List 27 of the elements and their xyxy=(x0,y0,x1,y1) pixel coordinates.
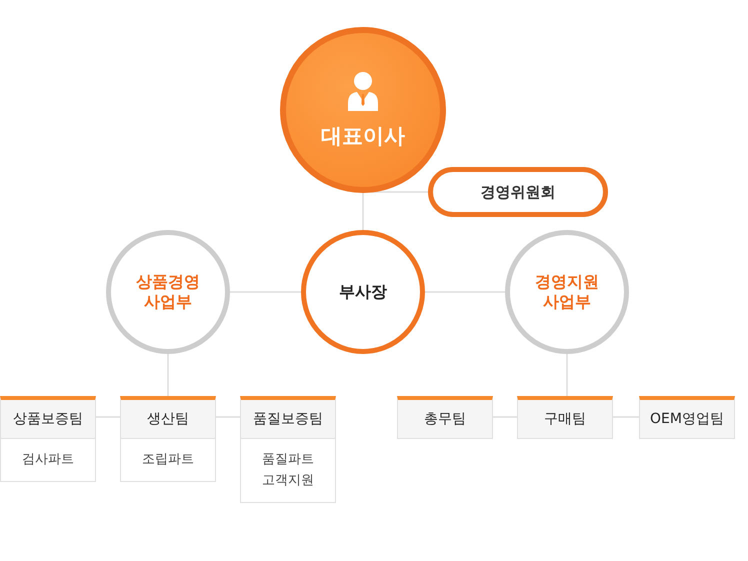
team-parts: 품질파트 고객지원 xyxy=(241,438,335,502)
team-name: 상품보증팀 xyxy=(1,400,95,438)
connector-line xyxy=(96,416,120,418)
position-title: 경영지원 사업부 xyxy=(534,272,600,312)
position-title: 대표이사 xyxy=(321,122,405,150)
team-parts: 조립파트 xyxy=(121,438,215,481)
connector-line xyxy=(425,291,505,293)
connector-line xyxy=(613,416,639,418)
connector-line xyxy=(566,354,568,396)
team-parts: 검사파트 xyxy=(1,438,95,481)
connector-line xyxy=(167,354,169,396)
team-name: OEM영업팀 xyxy=(640,400,734,438)
connector-line xyxy=(216,416,240,418)
team-name: 생산팀 xyxy=(121,400,215,438)
position-title: 부사장 xyxy=(338,282,388,302)
connector-line xyxy=(230,291,301,293)
connector-line xyxy=(493,416,517,418)
team-name: 총무팀 xyxy=(398,400,492,438)
team-card xyxy=(120,396,216,482)
committee-title: 경영위원회 xyxy=(480,182,556,202)
team-name: 구매팀 xyxy=(518,400,612,438)
position-title: 상품경영 사업부 xyxy=(135,272,201,312)
team-card xyxy=(0,396,96,482)
team-name: 품질보증팀 xyxy=(241,400,335,438)
team-card xyxy=(240,396,336,503)
connector-line xyxy=(362,193,364,230)
committee-pill xyxy=(428,167,608,217)
